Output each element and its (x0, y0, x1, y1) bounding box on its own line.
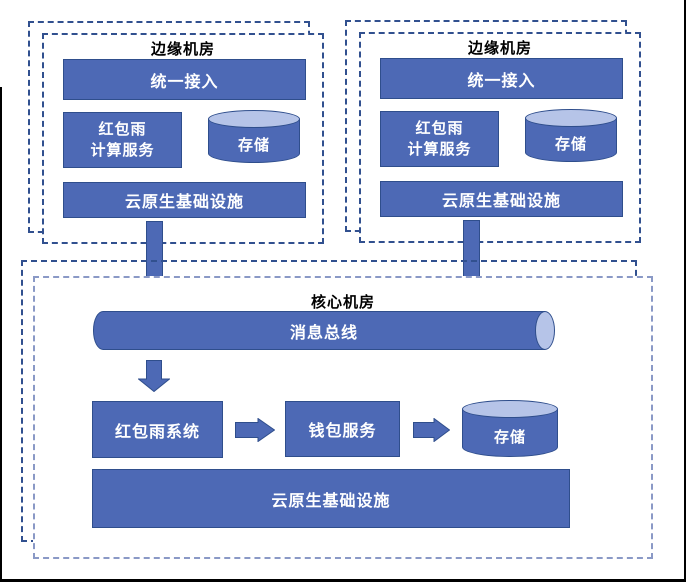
message-bus-cylinder-icon: 消息总线 (93, 311, 555, 350)
edge-room-2-unified-access-box: 统一接入 (380, 58, 623, 99)
edge-room-1-infrastructure-label: 云原生基础设施 (124, 194, 244, 211)
core-room: 核心机房 消息总线 红包雨系统 钱包服务 存储 云原生基础设施 (21, 260, 653, 560)
core-storage-label: 存储 (493, 429, 526, 446)
edge-room-1-compute-box: 红包雨 计算服务 (63, 112, 182, 168)
edge-room-2-infrastructure-box: 云原生基础设施 (380, 181, 623, 217)
edge-room-2-unified-access-label: 统一接入 (467, 72, 536, 90)
edge-room-1-compute-label-line1: 红包雨 (98, 121, 147, 138)
frame-right-edge (684, 0, 686, 582)
edge-room-1: 边缘机房 统一接入 红包雨 计算服务 存储 云原生基础设施 (28, 21, 324, 308)
wallet-service-label: 钱包服务 (308, 423, 377, 440)
edge-room-1-title: 边缘机房 (150, 41, 215, 58)
edge-room-2-compute-label-line1: 红包雨 (415, 120, 464, 137)
wallet-to-storage-right-arrow-icon (413, 418, 450, 442)
wallet-service-box: 钱包服务 (285, 401, 400, 457)
edge-room-2-infrastructure-label: 云原生基础设施 (441, 193, 561, 210)
frame-bottom-edge (0, 579, 686, 582)
edge-room-2: 边缘机房 统一接入 红包雨 计算服务 存储 云原生基础设施 (345, 20, 643, 307)
edge-room-2-title: 边缘机房 (467, 40, 532, 57)
edge-room-1-storage-cylinder-icon: 存储 (208, 110, 300, 163)
edge-room-1-storage-label: 存储 (237, 137, 270, 154)
core-storage-cylinder-icon: 存储 (462, 400, 558, 457)
edge-room-2-storage-cylinder-icon: 存储 (525, 109, 617, 162)
core-infrastructure-box: 云原生基础设施 (92, 469, 570, 528)
message-bus-label: 消息总线 (289, 324, 358, 342)
cylinder-top-icon (208, 110, 300, 128)
edge-room-1-unified-access-label: 统一接入 (150, 73, 219, 91)
edge-room-2-compute-box: 红包雨 计算服务 (380, 111, 499, 167)
edge-room-1-infrastructure-box: 云原生基础设施 (63, 182, 306, 218)
core-room-title: 核心机房 (310, 294, 375, 311)
edge-room-1-unified-access-box: 统一接入 (63, 59, 306, 100)
bus-to-system-down-arrow-icon (138, 360, 170, 392)
system-to-wallet-right-arrow-icon (235, 418, 275, 442)
cylinder-end-icon (535, 311, 555, 350)
redpacket-system-label: 红包雨系统 (114, 423, 200, 441)
frame-left-edge (0, 87, 2, 582)
core-infrastructure-label: 云原生基础设施 (271, 492, 391, 510)
cylinder-body-icon (93, 311, 545, 350)
edge-room-1-compute-label-line2: 计算服务 (90, 142, 155, 159)
cylinder-top-icon (462, 400, 558, 418)
edge-room-2-storage-label: 存储 (554, 136, 587, 153)
redpacket-system-box: 红包雨系统 (92, 401, 223, 458)
edge-room-2-compute-label-line2: 计算服务 (407, 141, 472, 158)
cylinder-top-icon (525, 109, 617, 127)
